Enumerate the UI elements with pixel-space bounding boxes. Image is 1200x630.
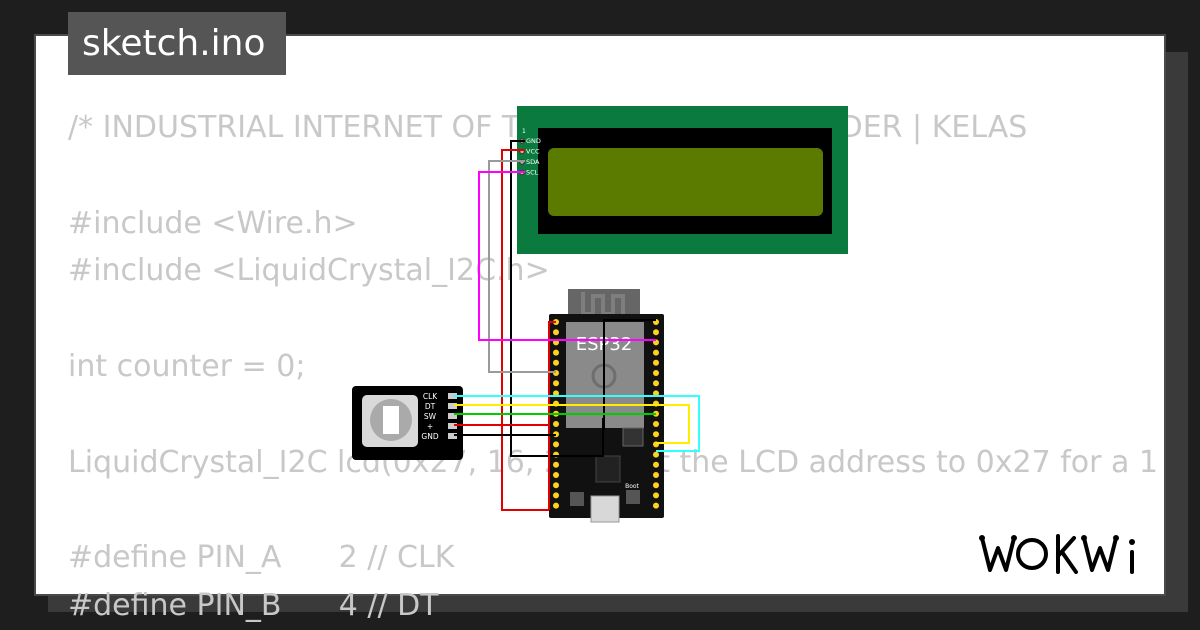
esp32-pin-left[interactable] [553, 421, 559, 427]
esp32-pin-left[interactable] [553, 329, 559, 336]
esp32-pin-left[interactable] [553, 380, 559, 387]
esp32-pin-left[interactable] [553, 502, 559, 509]
lcd-pin1-label: 1 [522, 128, 526, 135]
encoder-pin[interactable] [448, 413, 457, 419]
wires[interactable] [454, 140, 700, 511]
encoder-pin-label: DT [425, 402, 436, 411]
code-line: #include <LiquidCrystal_I2C.h> [68, 253, 550, 289]
lcd-pin-label: GND [526, 137, 541, 145]
encoder-pin-label: SW [424, 412, 437, 421]
encoder-pin-label: CLK [423, 392, 438, 401]
wire-esp-gnd [603, 319, 656, 430]
esp32-pin-left[interactable] [553, 482, 559, 489]
encoder-pin[interactable] [448, 423, 457, 429]
esp32-pin-right[interactable] [653, 390, 659, 397]
wire-lcd-scl [478, 171, 656, 341]
lcd-pin-label: VCC [526, 148, 540, 156]
esp32-pin-right[interactable] [653, 492, 659, 499]
usb-port [590, 495, 620, 523]
encoder-pin[interactable] [448, 403, 457, 409]
en-button [570, 492, 584, 506]
encoder-pin-label: GND [421, 432, 438, 441]
wire-vcc-up [548, 321, 556, 510]
esp32-pin-right[interactable] [653, 421, 659, 427]
wire-enc-clk [454, 395, 700, 452]
encoder-shaft [383, 406, 399, 434]
encoder-pin-label: + [427, 422, 433, 431]
lcd-display[interactable]: 1 GND VCC SDA SCL [517, 106, 848, 254]
esp32-pin-left[interactable] [553, 472, 559, 478]
esp32-pin-right[interactable] [653, 451, 659, 458]
encoder-pin[interactable] [448, 393, 457, 399]
wokwi-logo [979, 534, 1135, 574]
boot-button [626, 490, 640, 504]
esp32-pin-left[interactable] [553, 349, 559, 356]
wire-lcd-sda [488, 160, 556, 373]
esp32-pin-right[interactable] [653, 472, 659, 478]
code-line: #define PIN_B 4 // DT [68, 587, 439, 623]
esp32-pin-headers [553, 319, 659, 509]
code-line: int counter = 0; [68, 348, 306, 384]
esp32-pin-left[interactable] [553, 461, 559, 468]
esp32-pin-right[interactable] [653, 329, 659, 336]
wire-lcd-vcc [501, 149, 549, 511]
usb-chip [595, 455, 621, 483]
esp32-pin-left[interactable] [553, 390, 559, 397]
esp32-pin-right[interactable] [653, 431, 659, 438]
lcd-screen [548, 148, 823, 216]
esp32-pin-right[interactable] [653, 482, 659, 489]
code-line: #define PIN_A 2 // CLK [68, 540, 455, 576]
wire-lcd-gnd [510, 140, 604, 457]
esp32-pin-right[interactable] [653, 461, 659, 468]
esp32-pin-left[interactable] [553, 492, 559, 499]
esp32-pin-right[interactable] [653, 359, 659, 366]
file-tab[interactable]: sketch.ino [68, 12, 286, 75]
lcd-pin-label: SCL [526, 169, 539, 177]
esp32-pin-right[interactable] [653, 502, 659, 509]
code-line: #include <Wire.h> [68, 205, 358, 241]
regulator [622, 427, 644, 447]
esp32-pin-right[interactable] [653, 370, 659, 376]
esp32-pin-left[interactable] [553, 441, 559, 448]
esp32-pin-right[interactable] [653, 380, 659, 387]
esp32-pin-right[interactable] [653, 349, 659, 356]
esp32-pin-left[interactable] [553, 359, 559, 366]
lcd-pin-label: SDA [526, 158, 540, 166]
boot-label: Boot [625, 483, 639, 490]
encoder-pin[interactable] [448, 433, 457, 439]
wire-enc-dt [454, 404, 690, 444]
